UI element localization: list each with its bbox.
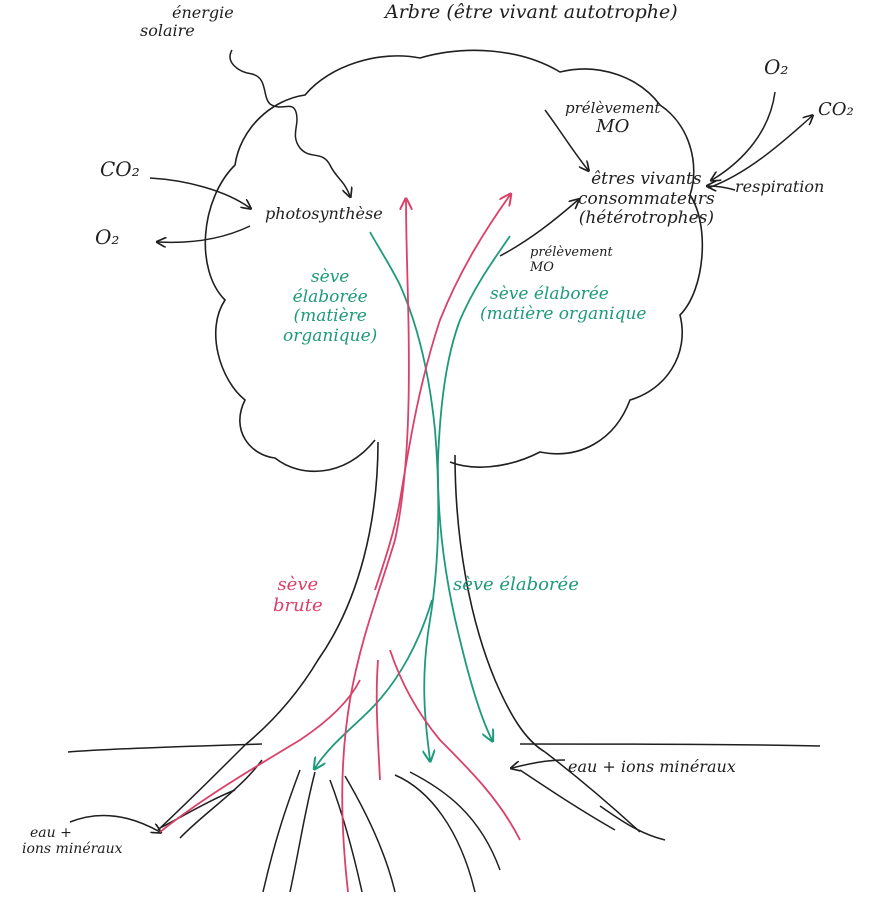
seve-brute-line-2: brute bbox=[273, 596, 323, 617]
eau-ions-left-line-2: ions minéraux bbox=[22, 841, 123, 857]
seve-elaboree-path-left bbox=[370, 232, 438, 760]
seve-brute-path-right bbox=[375, 195, 510, 590]
energie-solaire-line-1: énergie bbox=[172, 4, 234, 22]
o2-right-label: O₂ bbox=[764, 56, 788, 79]
seve-brute-root-mid bbox=[377, 660, 380, 780]
trunk-right-outline bbox=[455, 455, 545, 752]
energie-solaire-line-2: solaire bbox=[140, 22, 234, 40]
seve-elaboree-left-line-3: (matière bbox=[283, 307, 377, 327]
eau-ions-right-label: eau + ions minéraux bbox=[568, 758, 736, 776]
co2-left-arrow bbox=[150, 178, 250, 208]
seve-elaboree-left-line-1: sève bbox=[283, 268, 377, 288]
etres-vivants-line-2: consommateurs bbox=[578, 190, 715, 210]
o2-left-label: O₂ bbox=[95, 226, 119, 249]
seve-elaboree-right-line-1: sève élaborée bbox=[490, 285, 646, 305]
prelevement-mo-mid-label: prélèvement MO bbox=[530, 246, 613, 276]
eau-ions-left-label: eau + ions minéraux bbox=[22, 825, 123, 857]
co2-right-label: CO₂ bbox=[818, 100, 854, 121]
prelevement-mo-mid-line-1: prélèvement bbox=[530, 246, 613, 261]
prelevement-mo-top-label: prélèvement MO bbox=[565, 100, 660, 138]
o2-right-arrow bbox=[712, 92, 775, 180]
seve-elaboree-right-line-2: (matière organique bbox=[480, 305, 646, 325]
prelevement-mo-top-line-2: MO bbox=[565, 117, 660, 138]
prelevement-mo-top-line-1: prélèvement bbox=[565, 100, 660, 117]
etres-vivants-line-1: êtres vivants bbox=[578, 170, 715, 190]
seve-elaboree-branch-root bbox=[315, 600, 432, 768]
photosynthese-label: photosynthèse bbox=[265, 205, 383, 223]
energie-solaire-label: énergie solaire bbox=[172, 4, 234, 41]
seve-brute-root-left bbox=[160, 680, 360, 832]
o2-left-arrow bbox=[158, 226, 250, 242]
seve-brute-label: sève brute bbox=[273, 575, 323, 616]
etres-vivants-line-3: (hétérotrophes) bbox=[578, 209, 715, 229]
seve-elaboree-left-label: sève élaborée (matière organique) bbox=[283, 268, 377, 346]
seve-elaboree-left-line-4: organique) bbox=[283, 327, 377, 347]
solar-energy-arrow bbox=[230, 50, 350, 196]
seve-brute-line-1: sève bbox=[273, 575, 323, 596]
co2-left-label: CO₂ bbox=[100, 158, 140, 181]
respiration-label: respiration bbox=[735, 178, 824, 196]
seve-elaboree-right-label: sève élaborée (matière organique bbox=[480, 285, 646, 324]
seve-elaboree-left-line-2: élaborée bbox=[283, 288, 377, 308]
diagram-title: Arbre (être vivant autotrophe) bbox=[385, 2, 678, 24]
eau-ions-left-line-1: eau + bbox=[30, 825, 123, 841]
ground-line-left bbox=[68, 744, 262, 752]
prelevement-mo-mid-line-2: MO bbox=[530, 261, 613, 276]
seve-brute-root-right bbox=[390, 650, 520, 840]
ground-line-right bbox=[520, 744, 820, 746]
seve-elaboree-trunk-label: sève élaborée bbox=[453, 575, 579, 596]
etres-vivants-label: êtres vivants consommateurs (hétérotroph… bbox=[578, 170, 715, 229]
